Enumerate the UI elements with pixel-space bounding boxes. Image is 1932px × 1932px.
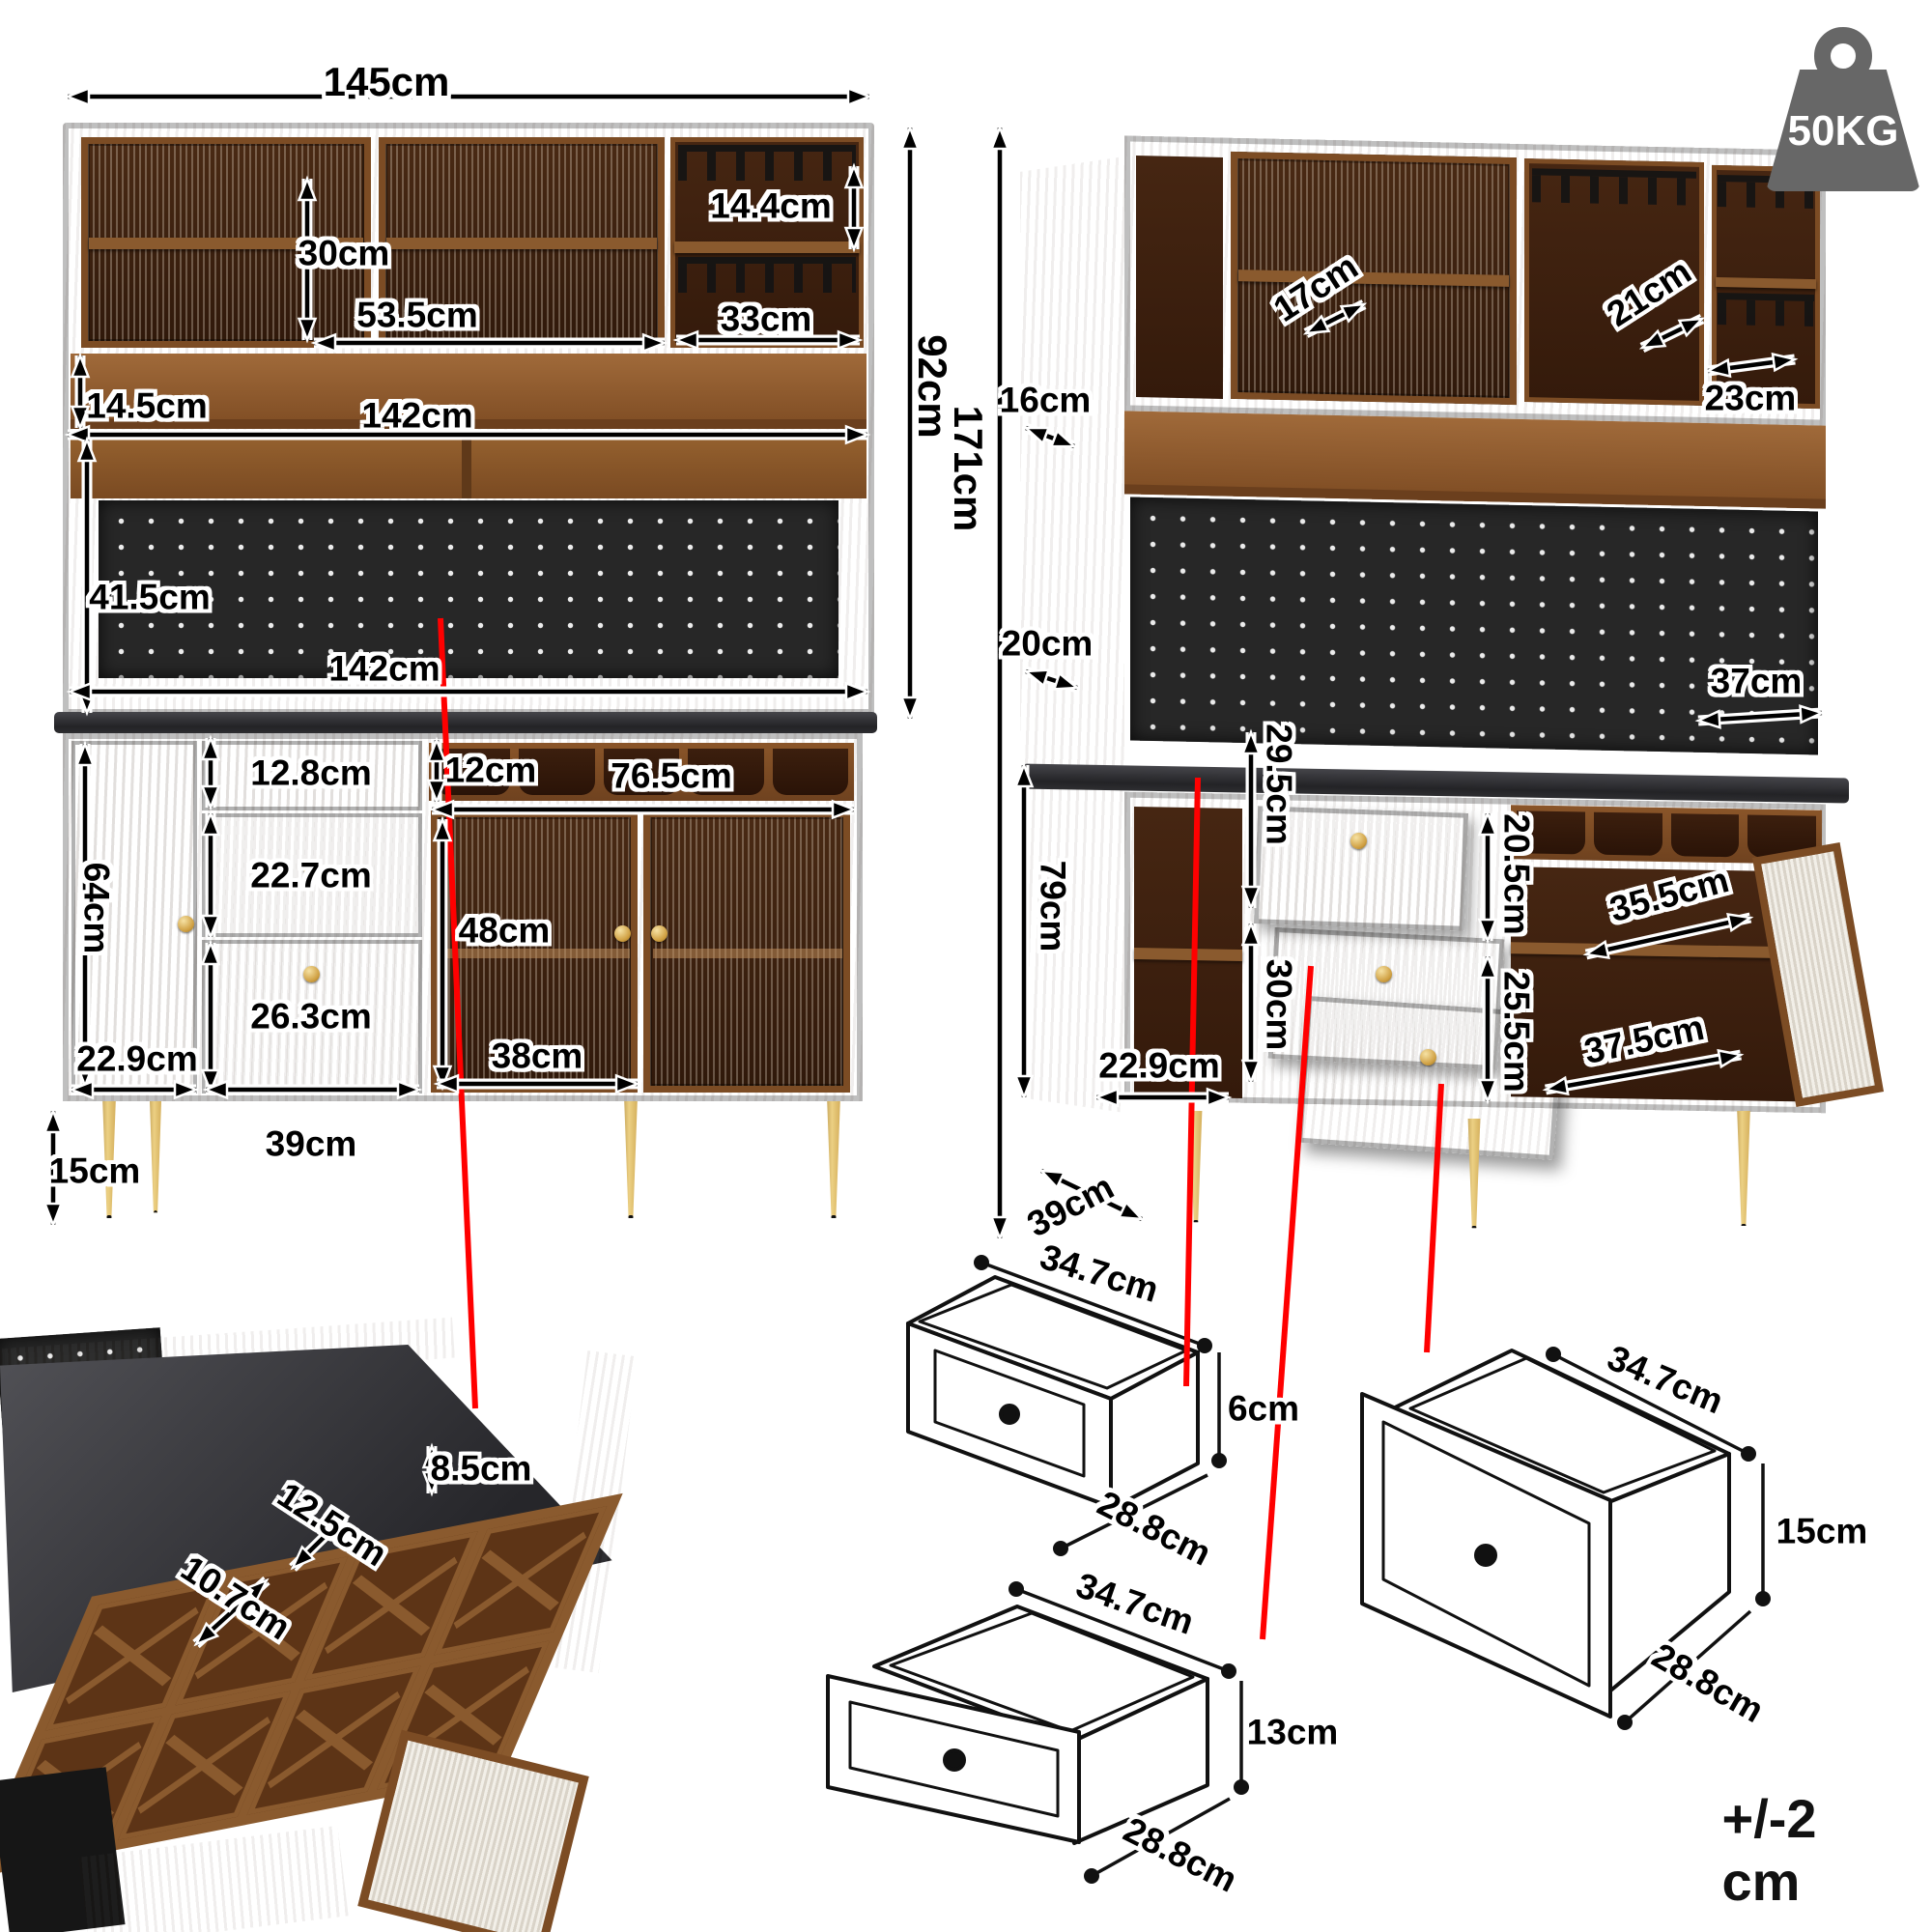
side-leg <box>1467 1119 1481 1229</box>
drawer-knob <box>1376 966 1392 982</box>
dim-left-door-height: 64cm <box>76 862 117 954</box>
dim-drawer-large-height: 15cm <box>1776 1511 1868 1551</box>
side-panel <box>1020 156 1124 1113</box>
dim-hutch-mid-depth: 20cm <box>1001 623 1094 664</box>
glass-shelf-line <box>440 949 630 958</box>
weight-capacity-label: 50KG <box>1787 107 1899 155</box>
door-knob <box>178 916 194 932</box>
dim-left-upper-opening-height: 29.5cm <box>1259 724 1299 845</box>
front-wine-bottle-row <box>429 743 854 801</box>
dim-upper-glass-height: 30cm <box>298 233 390 273</box>
dim-upper-glass-width: 53.5cm <box>356 295 478 335</box>
dim-drawer-small-height: 6cm <box>1227 1388 1300 1429</box>
dim-right-section-width: 76.5cm <box>611 755 732 796</box>
front-leg <box>827 1101 840 1218</box>
dim-shelf-width: 142cm <box>361 395 473 436</box>
dim-drawer-top-height: 12.8cm <box>250 753 372 793</box>
dim-shelf-gap-height: 14.5cm <box>86 385 208 426</box>
dim-counter-width: 142cm <box>328 648 440 689</box>
shelf-divider <box>89 238 363 249</box>
dim-wine-rack-height: 12cm <box>444 750 537 790</box>
shelf-divider <box>674 242 860 253</box>
stemware-rack-icon <box>678 257 856 293</box>
dim-drawer-bottom-height: 26.3cm <box>250 996 372 1037</box>
dim-pegboard-height: 41.5cm <box>89 577 211 617</box>
front-left-door <box>71 741 197 1094</box>
front-counter-top <box>54 712 877 733</box>
drawer-knob <box>1420 1049 1436 1065</box>
shelf-divider <box>386 238 657 249</box>
dim-total-height: 171cm <box>946 405 991 532</box>
dim-drawer-section-width: 39cm <box>265 1123 357 1164</box>
weight-capacity-badge: 50KG <box>1766 27 1920 191</box>
front-leg <box>150 1101 161 1213</box>
front-drawer-bottom <box>202 940 422 1094</box>
door-knob <box>651 925 668 942</box>
dim-left-lower-opening-height: 30cm <box>1259 958 1299 1051</box>
stemware-rack-icon <box>678 145 856 181</box>
dim-glass-door-width: 38cm <box>491 1036 583 1076</box>
dim-stemware-height: 14.4cm <box>710 185 832 226</box>
dim-drawer-middle-height: 22.7cm <box>250 855 372 895</box>
glass-shelf-line <box>653 949 842 958</box>
compartment-divider <box>462 433 471 498</box>
front-open-shelf <box>71 354 867 429</box>
dim-stemware-width: 33cm <box>720 298 812 339</box>
drawer-knob <box>303 966 320 982</box>
dim-right-upper-opening-height: 20.5cm <box>1496 813 1537 935</box>
dim-hutch-top-depth: 23cm <box>1704 378 1797 418</box>
tolerance-note: +/-2 cm <box>1721 1788 1817 1912</box>
dim-counter-depth: 37cm <box>1710 661 1803 701</box>
dim-glass-door-height: 48cm <box>458 910 551 951</box>
front-leg <box>102 1101 116 1218</box>
dim-side-left-door-width: 22.9cm <box>1098 1045 1220 1086</box>
dim-total-width: 145cm <box>323 59 450 104</box>
dim-drawer-medium-height: 13cm <box>1246 1712 1339 1752</box>
dim-side-base-height: 79cm <box>1033 860 1073 952</box>
dim-left-door-width: 22.9cm <box>76 1038 198 1079</box>
front-leg <box>624 1101 638 1218</box>
dim-rack-rail-height: 8.5cm <box>430 1448 532 1489</box>
drawer-knob <box>303 763 320 780</box>
drawer-knob <box>303 860 320 876</box>
drawer-knob <box>1350 833 1367 849</box>
side-leg <box>1737 1111 1750 1227</box>
door-knob <box>614 925 631 942</box>
front-pegboard <box>99 500 838 678</box>
dim-leg-height: 15cm <box>48 1151 141 1191</box>
dim-hutch-side-depth: 16cm <box>999 380 1092 420</box>
dim-right-lower-opening-height: 25.5cm <box>1496 971 1537 1093</box>
